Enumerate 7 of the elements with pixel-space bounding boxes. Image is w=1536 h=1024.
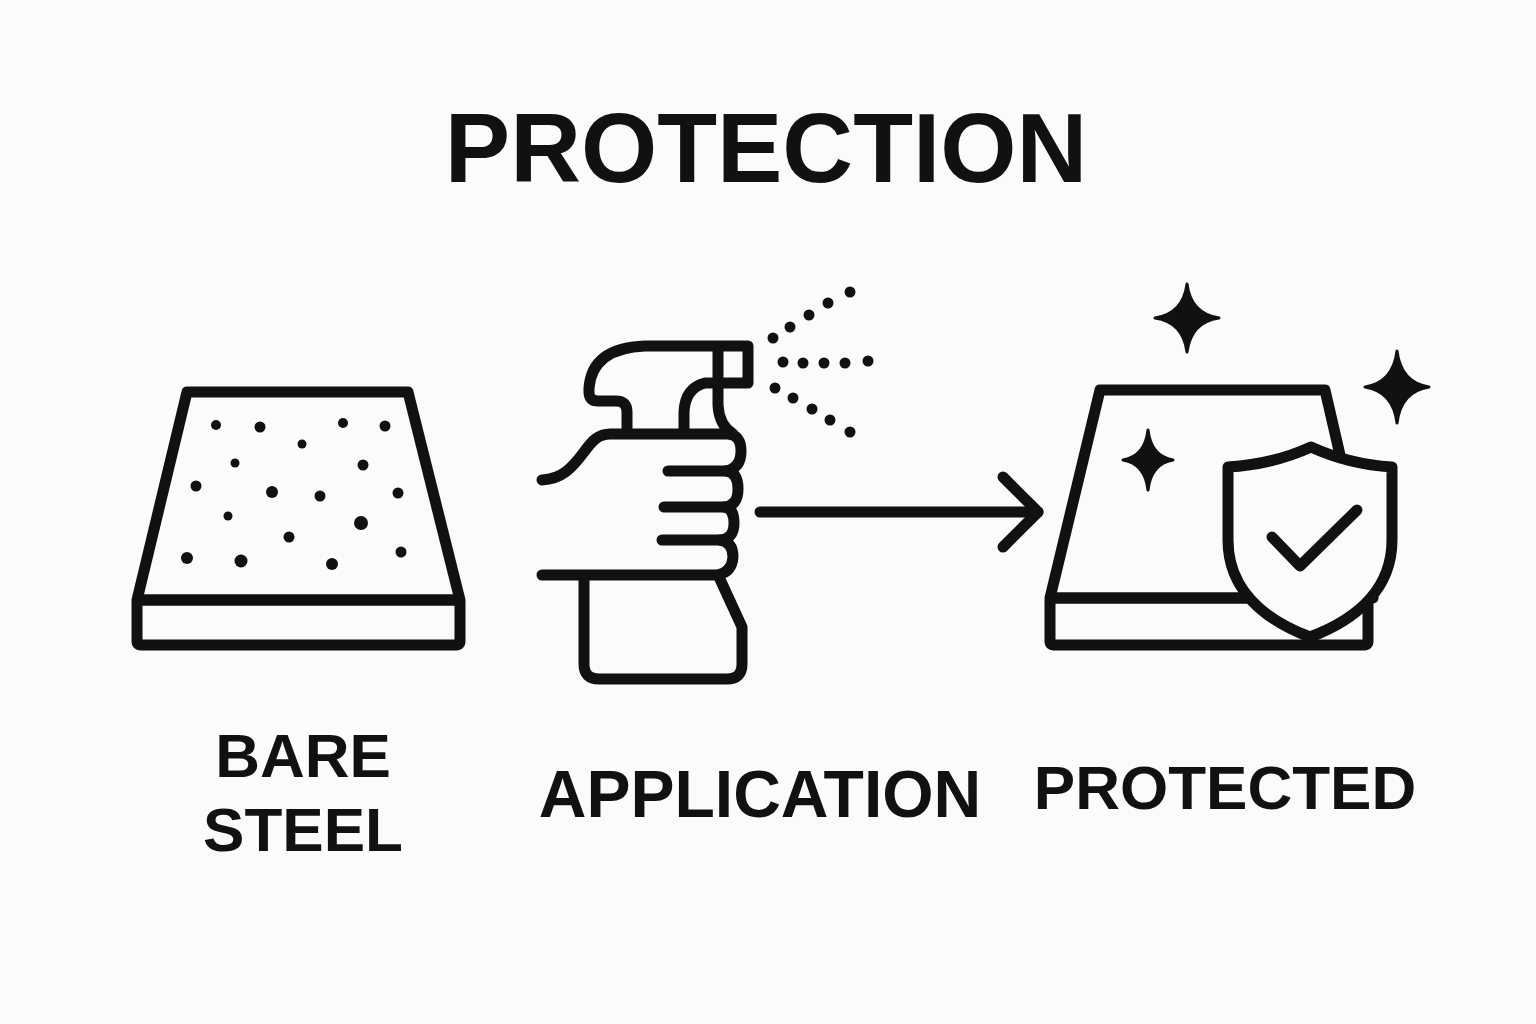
step-caption: PROTECTED [1033,752,1417,824]
title: PROTECTION [444,92,1088,205]
step-caption: APPLICATION [538,756,982,833]
step-caption: BARE STEEL [203,720,403,867]
hand-holding-spray-bottle-drawing [536,340,754,685]
arrow [754,471,1044,553]
speckled-steel-plate-drawing [131,386,466,651]
